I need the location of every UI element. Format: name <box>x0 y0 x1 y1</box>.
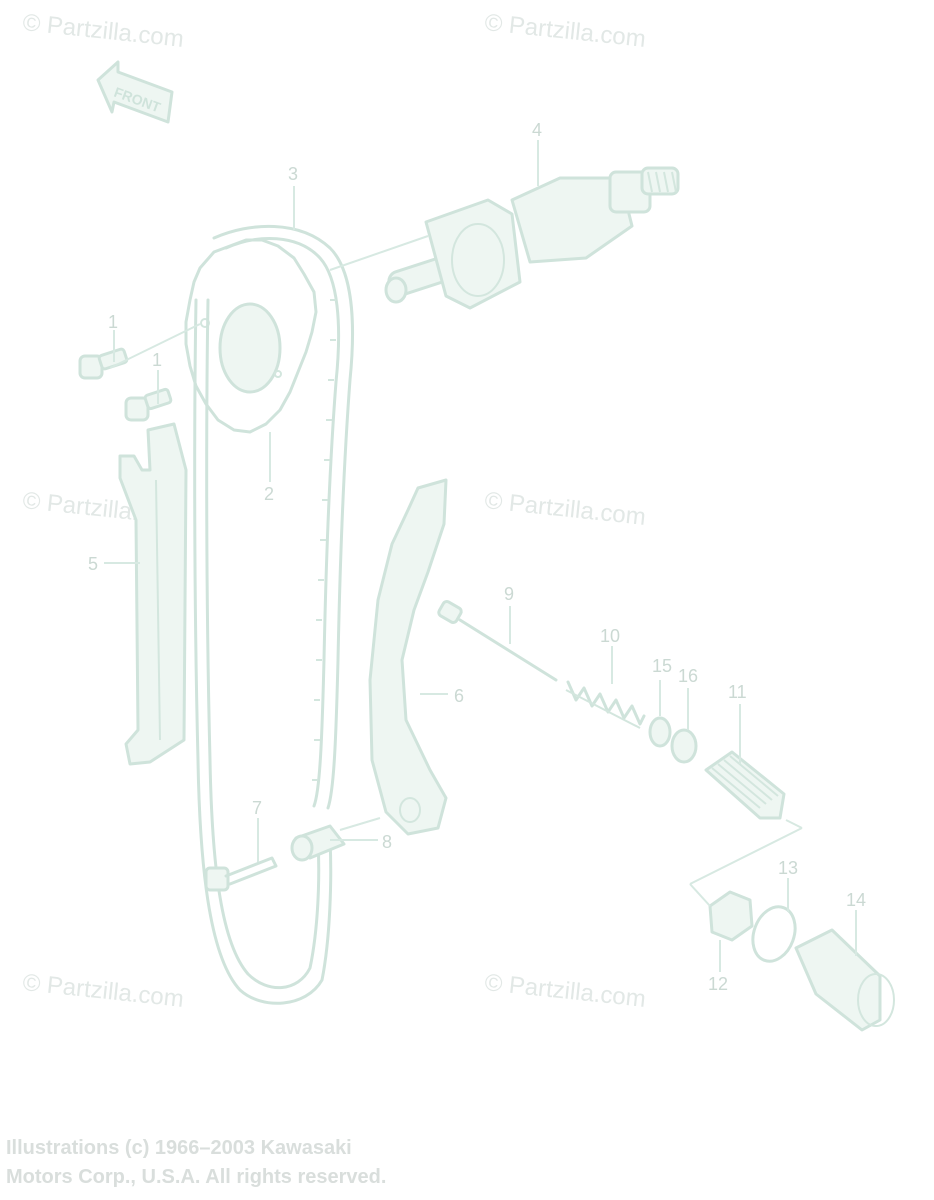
copyright-line-2: Motors Corp., U.S.A. All rights reserved… <box>6 1166 387 1188</box>
callout-16: 16 <box>678 666 698 686</box>
chain-guide <box>118 422 188 766</box>
callout-14: 14 <box>846 890 866 910</box>
callout-1-upper: 1 <box>108 312 118 332</box>
watermark-top-left: © Partzilla.com <box>21 9 185 53</box>
callout-9: 9 <box>504 584 514 604</box>
cam-chain <box>193 224 354 1005</box>
watermark-bottom-left: © Partzilla.com <box>21 969 185 1013</box>
lock-nut <box>708 890 754 942</box>
pivot-collar <box>290 824 346 862</box>
pivot-bolt <box>204 856 278 892</box>
watermark-bottom-right: © Partzilla.com <box>483 969 647 1013</box>
callout-4: 4 <box>532 120 542 140</box>
cam-sprocket <box>184 238 318 434</box>
callout-11: 11 <box>728 682 747 702</box>
o-ring <box>751 905 797 963</box>
callout-1-lower: 1 <box>152 350 162 370</box>
tensioner-spring <box>565 680 646 729</box>
washer-15 <box>648 716 672 748</box>
callout-7: 7 <box>252 798 262 818</box>
callout-10: 10 <box>600 626 620 646</box>
tensioner-guide <box>368 478 448 836</box>
copyright-line-1: Illustrations (c) 1966–2003 Kawasaki <box>6 1137 352 1159</box>
watermark-mid-right: © Partzilla.com <box>483 487 647 531</box>
callout-2: 2 <box>264 484 274 504</box>
camshaft <box>384 166 680 310</box>
adjuster-bolt <box>704 750 786 820</box>
callout-5: 5 <box>88 554 98 574</box>
washer-16 <box>670 728 698 764</box>
callout-6: 6 <box>454 686 464 706</box>
callout-12: 12 <box>708 974 728 994</box>
callout-15: 15 <box>652 656 672 676</box>
front-arrow-icon: FRONT <box>96 60 174 124</box>
tensioner-cap <box>794 928 895 1032</box>
callout-8: 8 <box>382 832 392 852</box>
tensioner-pushrod <box>437 600 558 682</box>
watermark-top-right: © Partzilla.com <box>483 9 647 53</box>
callout-13: 13 <box>778 858 798 878</box>
bolt-lower <box>124 387 173 422</box>
callout-3: 3 <box>288 164 298 184</box>
leader-lines <box>104 140 857 972</box>
copyright-notice: Illustrations (c) 1966–2003 Kawasaki Mot… <box>6 1134 626 1192</box>
